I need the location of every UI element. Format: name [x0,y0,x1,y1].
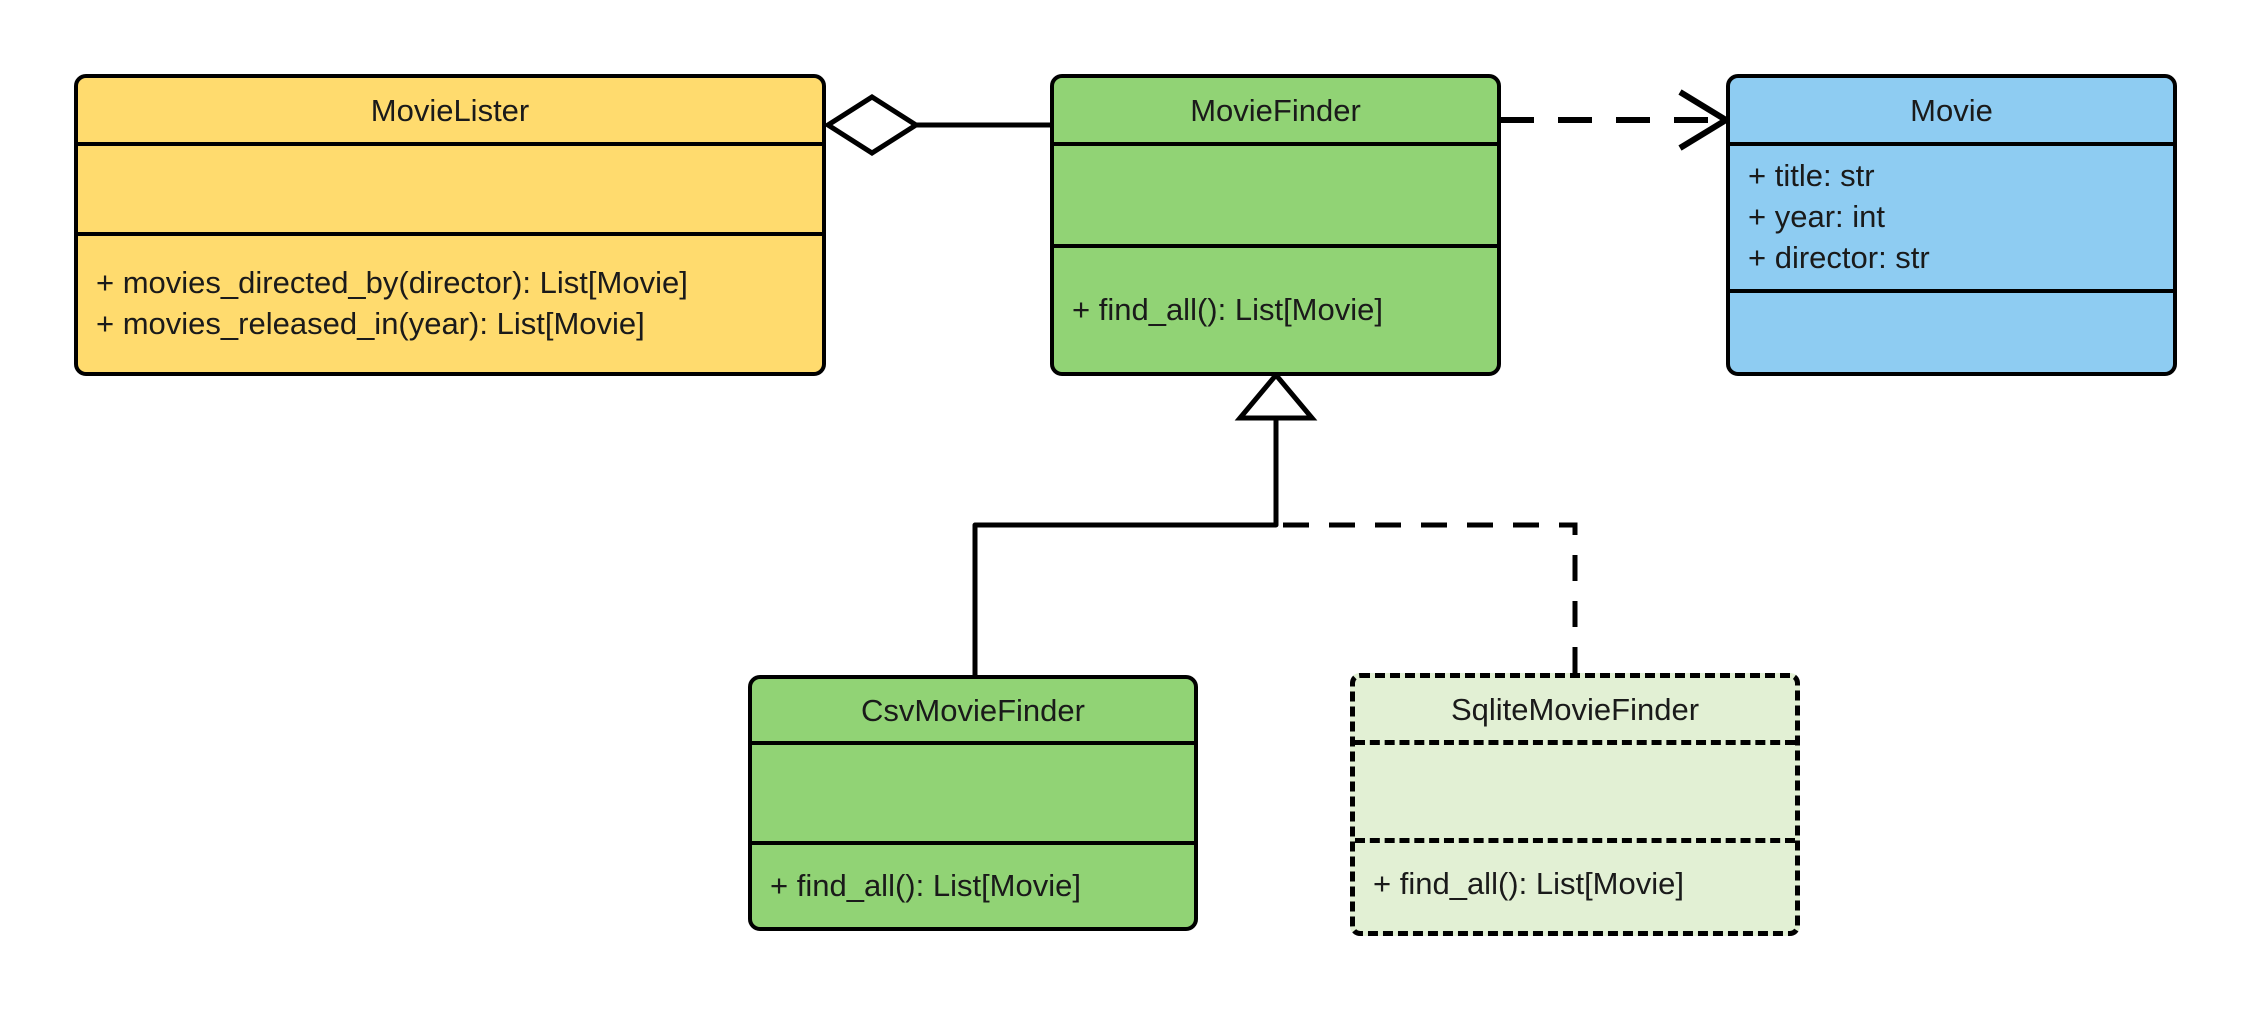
methods-compartment: + find_all(): List[Movie] [1054,244,1497,372]
method-item: + find_all(): List[Movie] [770,867,1081,903]
methods-compartment: + find_all(): List[Movie] [1355,838,1795,926]
attributes-compartment [1355,740,1795,838]
class-title: MovieLister [370,92,530,128]
class-box-csv-movie-finder[interactable]: CsvMovieFinder + find_all(): List[Movie] [748,675,1198,931]
attributes-compartment [78,142,822,232]
class-title: MovieFinder [1190,92,1361,128]
methods-compartment: + movies_directed_by(director): List[Mov… [78,232,822,372]
class-box-movie-finder[interactable]: MovieFinder + find_all(): List[Movie] [1050,74,1501,376]
edge-generalization-sqlitemoviefinder-moviefinder[interactable] [1276,522,1578,673]
edge-generalization-csvmoviefinder-moviefinder[interactable] [972,371,1318,675]
attribute-item: + director: str [1748,239,1930,275]
edge-dependency-moviefinder-movie[interactable] [1500,89,1732,151]
class-name-compartment: Movie [1730,78,2173,142]
class-name-compartment: SqliteMovieFinder [1355,678,1795,740]
class-title: Movie [1910,92,1993,128]
method-item: + movies_released_in(year): List[Movie] [96,306,645,341]
class-name-compartment: MovieLister [78,78,822,142]
class-title: CsvMovieFinder [861,692,1085,728]
attribute-item: + year: int [1748,199,1885,235]
method-item: + find_all(): List[Movie] [1072,291,1383,327]
hollow-triangle-marker [1234,371,1318,421]
attributes-compartment: + title: str + year: int + director: str [1730,142,2173,289]
attributes-compartment [1054,142,1497,244]
attribute-item: + title: str [1748,158,1875,194]
class-title: SqliteMovieFinder [1450,691,1700,727]
hollow-diamond-marker [823,94,921,156]
method-item: + movies_directed_by(director): List[Mov… [96,265,688,301]
class-name-compartment: MovieFinder [1054,78,1497,142]
methods-compartment: + find_all(): List[Movie] [752,841,1194,927]
class-box-movie-lister[interactable]: MovieLister + movies_directed_by(directo… [74,74,826,376]
class-box-movie[interactable]: Movie + title: str + year: int + directo… [1726,74,2177,376]
class-box-sqlite-movie-finder[interactable]: SqliteMovieFinder + find_all(): List[Mov… [1350,673,1800,936]
generalization-line-dashed [1276,522,1578,673]
method-item: + find_all(): List[Movie] [1373,866,1684,902]
attributes-compartment [752,741,1194,841]
class-name-compartment: CsvMovieFinder [752,679,1194,741]
generalization-line-solid [972,418,1279,675]
methods-compartment [1730,289,2173,372]
edge-aggregation-movielister-moviefinder[interactable] [823,94,1050,156]
